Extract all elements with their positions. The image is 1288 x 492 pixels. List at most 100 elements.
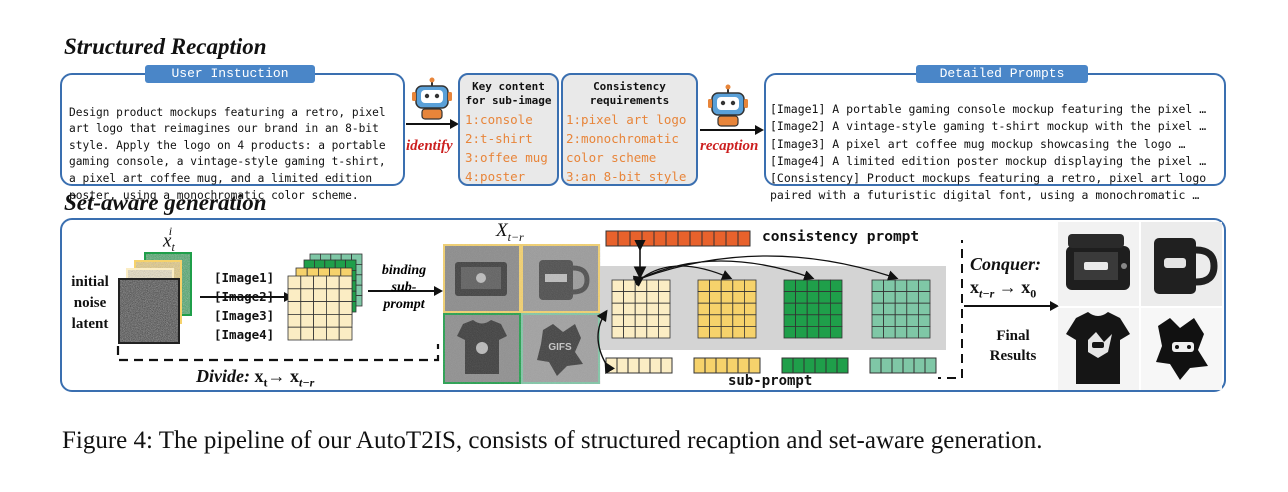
divide-x-b: x bbox=[289, 366, 299, 386]
conquer-x-b: x bbox=[1021, 277, 1031, 297]
sub-prompt-token-image1 bbox=[605, 357, 673, 374]
divide-sub-b: t−r bbox=[298, 375, 315, 390]
prompt-line: paired with a futuristic digital font, u… bbox=[770, 188, 1200, 203]
final-results-images bbox=[1058, 222, 1222, 390]
section-title-generation: Set-aware generation bbox=[64, 190, 267, 215]
xt-sup: i bbox=[168, 224, 173, 238]
identify-arrow bbox=[406, 119, 459, 129]
consistency-title-line: Consistency bbox=[593, 80, 666, 93]
image-tags: [Image1] [Image2] [Image3] [Image4] bbox=[214, 268, 274, 344]
divide-x: x bbox=[254, 366, 264, 386]
user-instruction-line: style. Apply the logo on 4 products: a p… bbox=[69, 138, 386, 152]
conquer-x: x bbox=[970, 277, 979, 297]
sub-prompt-token-image2 bbox=[693, 357, 761, 374]
prompt-line: [Consistency] Product mockups featuring … bbox=[770, 171, 1207, 186]
attention-grid-image2 bbox=[697, 279, 757, 339]
consistency-list: 1:pixel art logo 2:monochromatic color s… bbox=[566, 110, 686, 186]
key-content-title: Key content for sub-image bbox=[460, 80, 557, 108]
figure-caption: Figure 4: The pipeline of our AutoT2IS, … bbox=[62, 427, 1043, 454]
consistency-item: 1:pixel art logo bbox=[566, 112, 687, 127]
xtr-label: Xt−r bbox=[496, 220, 524, 245]
xt-sub: t bbox=[171, 240, 175, 255]
consistency-box bbox=[561, 73, 698, 186]
consistency-prompt-label: consistency prompt bbox=[762, 229, 920, 245]
user-instruction-line: poster, using a monochromatic color sche… bbox=[69, 188, 359, 202]
noise-label: initial noise latent bbox=[64, 272, 116, 335]
robot-icon bbox=[412, 77, 452, 120]
key-content-box bbox=[458, 73, 559, 186]
noise-label-line: latent bbox=[71, 316, 109, 332]
final-poster-image bbox=[1141, 308, 1222, 390]
divide-dashed-path bbox=[116, 344, 440, 362]
detailed-prompts-panel bbox=[764, 73, 1226, 186]
attention-diagram bbox=[596, 240, 963, 379]
binding-line: prompt bbox=[383, 297, 425, 312]
conquer-arrow-glyph: → bbox=[998, 277, 1017, 297]
sub-prompt-token-image3 bbox=[781, 357, 849, 374]
key-content-item: 1:console bbox=[465, 112, 533, 127]
prompt-line: [Image3] A pixel art coffee mug mockup s… bbox=[770, 136, 1186, 151]
user-instruction-line: a pixel art coffee mug, and a limited ed… bbox=[69, 171, 373, 185]
final-results-label: Final Results bbox=[978, 326, 1048, 366]
noise-latent-stack bbox=[118, 252, 192, 344]
key-content-item: 4:poster bbox=[465, 169, 526, 184]
xt-label: xti bbox=[163, 224, 175, 255]
conquer-label: Conquer: xt−r → x0 bbox=[970, 254, 1041, 302]
attention-grid-image4 bbox=[871, 279, 931, 339]
xtr-sub: t−r bbox=[507, 229, 524, 244]
user-instruction-text: Design product mockups featuring a retro… bbox=[69, 88, 386, 204]
divide-sub-a: t bbox=[263, 375, 268, 390]
identify-label: identify bbox=[406, 138, 453, 154]
section-title-recaption: Structured Recaption bbox=[64, 34, 267, 59]
key-content-title-line: Key content bbox=[472, 80, 545, 93]
consistency-token bbox=[605, 230, 751, 247]
consistency-item: 2:monochromatic bbox=[566, 131, 679, 146]
prompt-line: [Image1] A portable gaming console mocku… bbox=[770, 102, 1207, 117]
conquer-sub-b: 0 bbox=[1030, 286, 1037, 301]
final-tshirt-image bbox=[1058, 308, 1139, 390]
noise-label-line: noise bbox=[73, 295, 107, 311]
divide-word: Divide: bbox=[196, 366, 250, 386]
conquer-arrow bbox=[964, 301, 1059, 311]
conquer-word: Conquer: bbox=[970, 254, 1042, 274]
final-line: Results bbox=[989, 348, 1037, 364]
final-mug-image bbox=[1141, 222, 1222, 306]
user-instruction-header: User Instuction bbox=[145, 65, 315, 83]
detailed-prompts-text: [Image1] A portable gaming console mocku… bbox=[770, 84, 1206, 204]
consistency-item: color scheme bbox=[566, 150, 657, 165]
attention-grid-image1 bbox=[611, 279, 671, 339]
final-console-image bbox=[1058, 222, 1139, 306]
key-content-list: 1:console 2:t-shirt 3:offee mug 4:poster bbox=[465, 110, 548, 186]
consistency-title-line: requirements bbox=[589, 94, 670, 107]
image-tag: [Image2] bbox=[214, 289, 275, 304]
image-tag: [Image1] bbox=[214, 270, 275, 285]
binding-line: binding bbox=[381, 263, 427, 278]
key-content-title-line: for sub-image bbox=[465, 94, 552, 107]
detailed-prompts-header: Detailed Prompts bbox=[916, 65, 1088, 83]
noise-label-line: initial bbox=[71, 274, 109, 290]
prompt-line: [Image4] A limited edition poster mockup… bbox=[770, 153, 1207, 168]
image-tag: [Image4] bbox=[214, 327, 275, 342]
latent-grid-stack bbox=[287, 253, 363, 341]
divide-label: Divide: xt→ xt−r bbox=[196, 366, 314, 391]
xt-symbol: x bbox=[163, 230, 172, 252]
key-content-item: 3:offee mug bbox=[465, 150, 548, 165]
recaption-arrow bbox=[700, 125, 764, 135]
divide-arrow: → bbox=[267, 366, 286, 386]
consistency-token-bar bbox=[605, 230, 751, 247]
attention-grid-image3 bbox=[783, 279, 843, 339]
xtr-symbol: X bbox=[496, 220, 508, 241]
latent-grid-cream bbox=[287, 275, 353, 341]
sub-prompt-token-image4 bbox=[869, 357, 937, 374]
consistency-title: Consistency requirements bbox=[563, 80, 696, 108]
image-tag: [Image3] bbox=[214, 308, 275, 323]
robot-icon bbox=[708, 84, 748, 127]
binding-arrow bbox=[368, 286, 443, 296]
prompt-line: [Image2] A vintage-style gaming t-shirt … bbox=[770, 119, 1207, 134]
binding-label: binding sub- prompt bbox=[378, 262, 430, 313]
final-line: Final bbox=[996, 328, 1030, 344]
sub-prompt-label: sub-prompt bbox=[728, 373, 813, 389]
binding-line: sub- bbox=[391, 280, 417, 295]
user-instruction-line: Design product mockups featuring a retro… bbox=[69, 105, 386, 119]
key-content-item: 2:t-shirt bbox=[465, 131, 533, 146]
